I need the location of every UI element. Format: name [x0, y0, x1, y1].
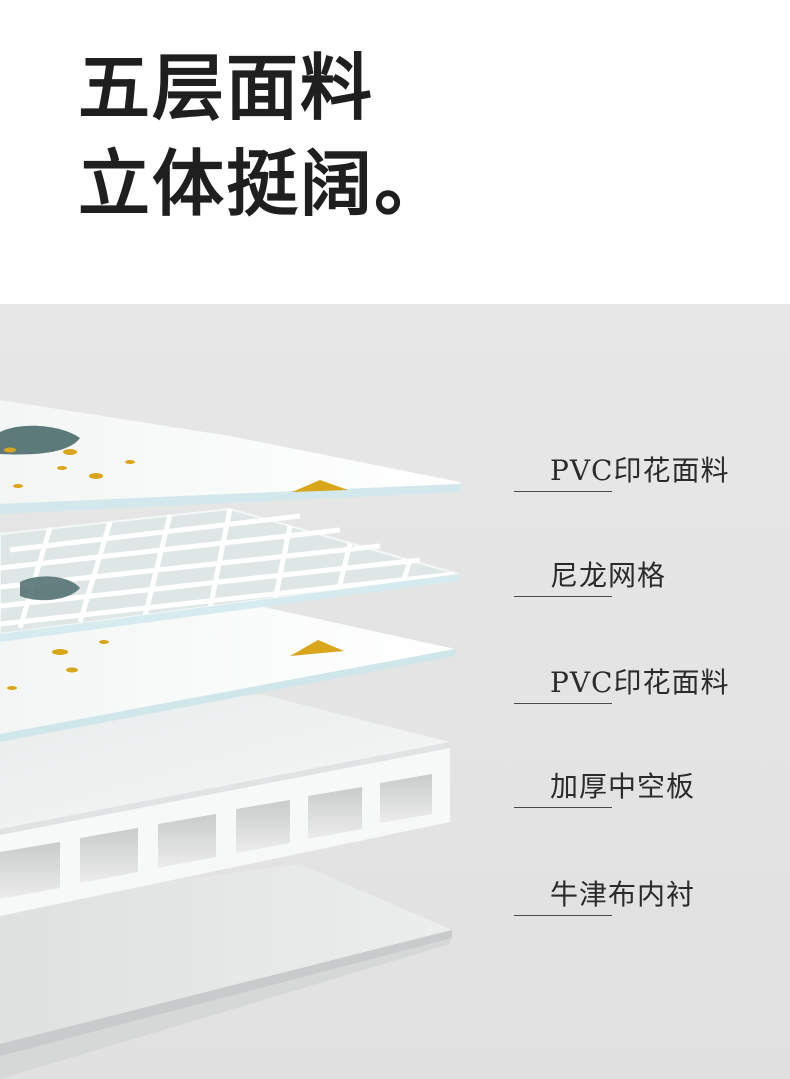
layer-label-5-underline: [514, 915, 612, 916]
layer-label-2: 尼龙网格: [514, 559, 774, 599]
layers-illustration: [0, 400, 460, 1079]
layers-illustration-panel: PVC印花面料 尼龙网格 PVC印花面料 加厚中空板 牛津布内衬: [0, 304, 790, 1079]
headline-line-2: 立体挺阔。: [78, 141, 449, 226]
layer-label-2-text: 尼龙网格: [550, 559, 667, 592]
layer-label-3-underline: [514, 703, 612, 704]
layer-label-5: 牛津布内衬: [514, 878, 774, 918]
layer-label-1-text: PVC印花面料: [550, 454, 730, 487]
layer-label-4: 加厚中空板: [514, 770, 774, 810]
layer-label-5-text: 牛津布内衬: [550, 878, 696, 911]
layer-label-3-text: PVC印花面料: [550, 666, 730, 699]
layer-oxford-lining: [0, 864, 452, 1079]
layer-hollow-board: [0, 694, 450, 916]
layer-label-3: PVC印花面料: [514, 666, 774, 706]
layer-label-1: PVC印花面料: [514, 454, 774, 494]
headline-line-1: 五层面料: [78, 45, 375, 130]
layer-label-1-underline: [514, 491, 612, 492]
layer-label-2-underline: [514, 596, 612, 597]
layer-label-4-text: 加厚中空板: [550, 770, 696, 803]
layer-pvc-print-lower: [0, 604, 455, 742]
board-holes: [0, 774, 432, 899]
layer-pvc-print-top: [0, 400, 460, 514]
layer-label-4-underline: [514, 807, 612, 808]
layer-nylon-mesh: [0, 507, 459, 642]
